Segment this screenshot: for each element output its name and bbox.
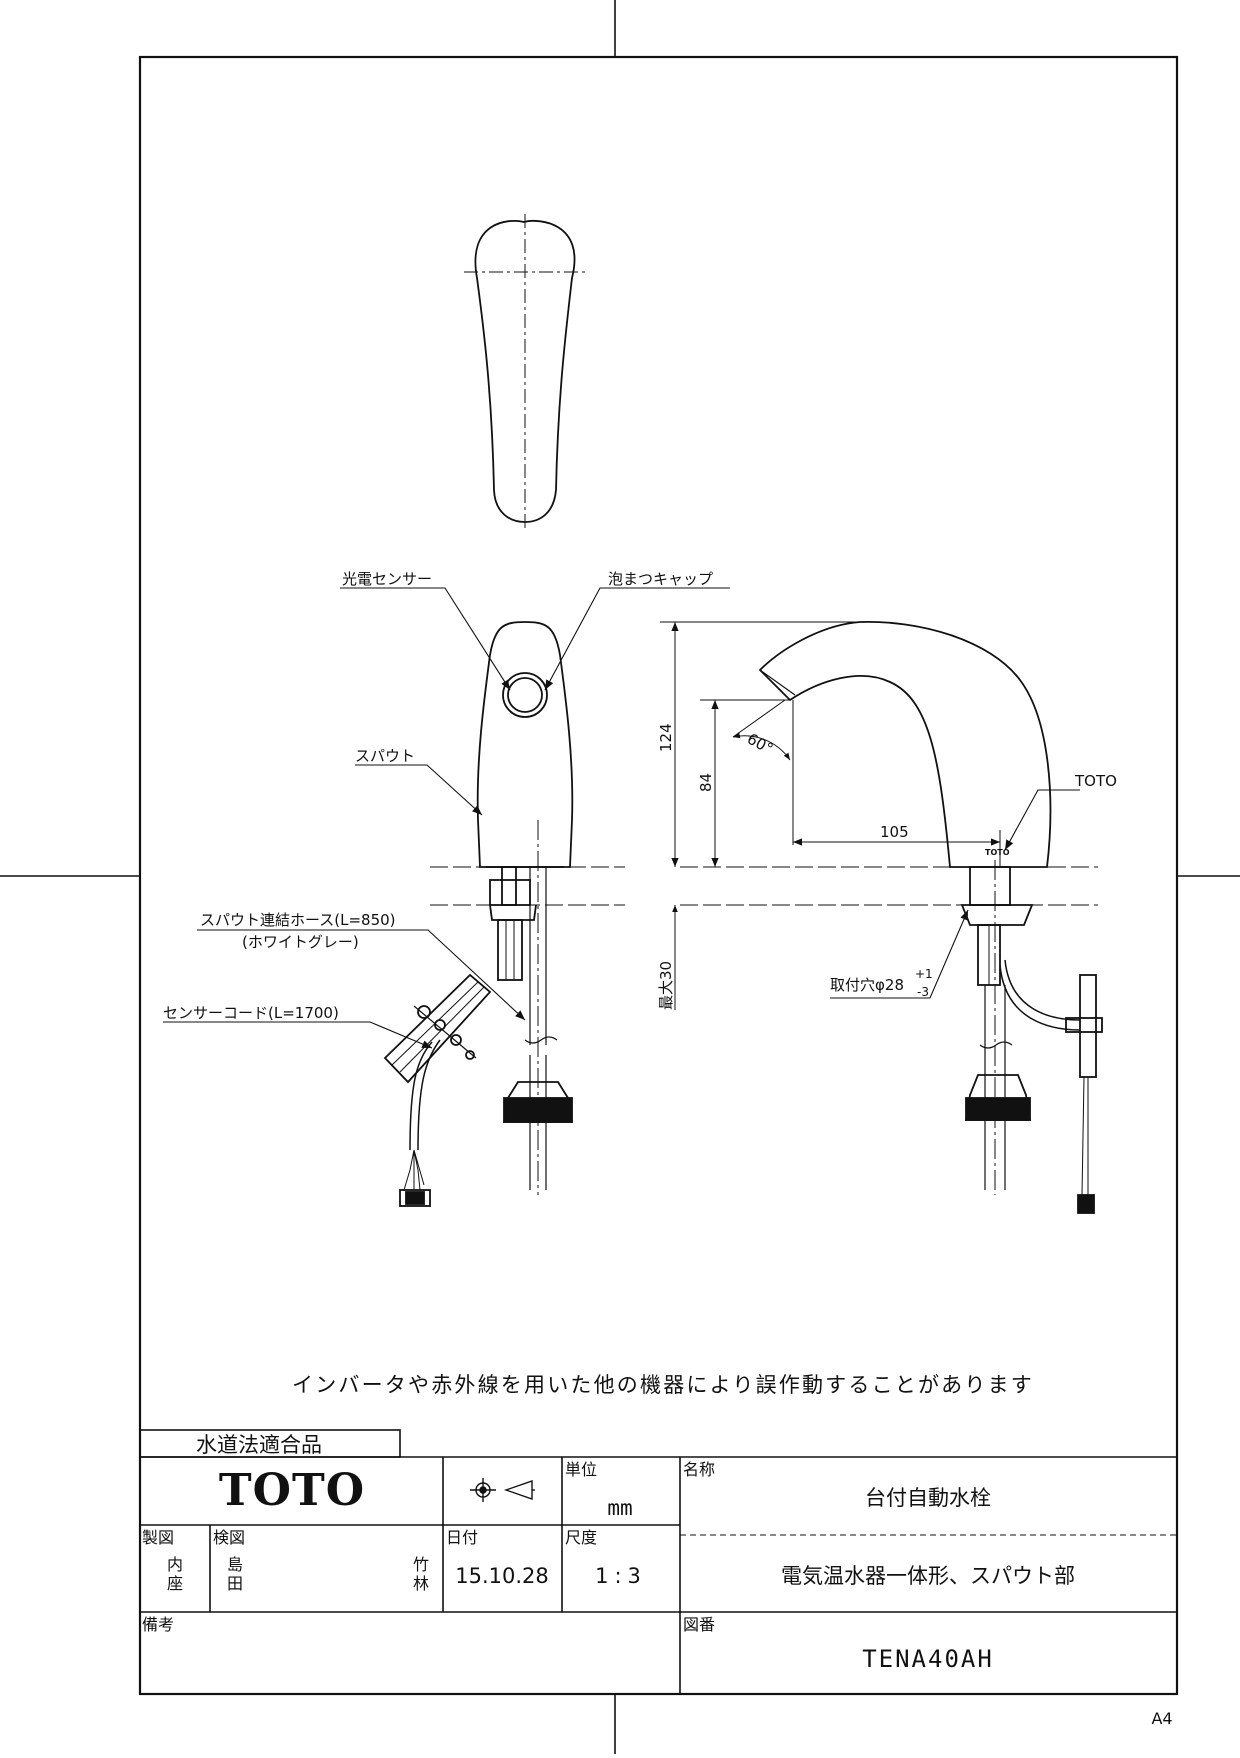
- unit-label: 単位: [565, 1460, 597, 1479]
- label-hose-color: (ホワイトグレー): [242, 933, 359, 951]
- name-label: 名称: [683, 1460, 715, 1479]
- leader-lines: [163, 587, 1080, 1049]
- drawing-no-label: 図番: [683, 1615, 715, 1634]
- checker-a-2: 田: [227, 1574, 243, 1593]
- drawn-label: 製図: [142, 1528, 174, 1547]
- date-value: 15.10.28: [455, 1564, 549, 1588]
- label-photo-sensor: 光電センサー: [342, 570, 432, 588]
- spout-top-view: [464, 214, 587, 530]
- subtitle: 電気温水器一体形、スパウト部: [781, 1564, 1075, 1588]
- paper-size: A4: [1151, 1709, 1172, 1728]
- checked-label: 検図: [213, 1528, 245, 1547]
- spout-front-view: [383, 621, 625, 1207]
- drawn-by-1: 内: [167, 1555, 183, 1574]
- certification-label: 水道法適合品: [196, 1433, 322, 1457]
- third-angle-projection-icon: [470, 1478, 535, 1502]
- warning-note: インバータや赤外線を用いた他の機器により誤作動することがあります: [292, 1373, 1034, 1397]
- product-name: 台付自動水栓: [865, 1486, 991, 1510]
- label-aerator-cap: 泡まつキャップ: [608, 570, 713, 588]
- drawn-by-2: 座: [167, 1574, 183, 1593]
- dim-reach: 105: [880, 823, 909, 841]
- label-toto-mark: TOTO: [1074, 772, 1117, 790]
- spout-side-view: [680, 621, 1103, 1214]
- date-label: 日付: [446, 1528, 478, 1547]
- label-tol-minus: -3: [917, 985, 929, 999]
- scale-label: 尺度: [565, 1528, 597, 1547]
- label-mounting-hole: 取付穴φ28: [830, 976, 904, 994]
- company-logo: TOTO: [219, 1465, 365, 1516]
- drawing-number: TENA40AH: [862, 1645, 994, 1673]
- label-tol-plus: +1: [915, 967, 933, 981]
- dim-height-total: 124: [657, 723, 675, 752]
- scale-value: 1:3: [595, 1564, 647, 1588]
- remarks-label: 備考: [142, 1615, 174, 1634]
- dim-max-thickness: 最大30: [657, 961, 675, 1010]
- checker-b-2: 林: [413, 1574, 429, 1593]
- label-sensor-cord: センサーコード(L=1700): [163, 1004, 339, 1022]
- label-spout: スパウト: [355, 747, 415, 765]
- body-brand-mark: TOTO: [985, 848, 1010, 857]
- title-block-grid: [139, 1429, 1177, 1694]
- unit-value: mm: [607, 1496, 632, 1520]
- checker-a-1: 島: [227, 1555, 243, 1574]
- dim-height-outlet: 84: [697, 773, 715, 792]
- label-hose: スパウト連結ホース(L=850): [200, 911, 396, 929]
- dim-angle: 60°: [744, 730, 776, 758]
- checker-b-1: 竹: [413, 1555, 429, 1574]
- dimension-lines: [660, 621, 1001, 1010]
